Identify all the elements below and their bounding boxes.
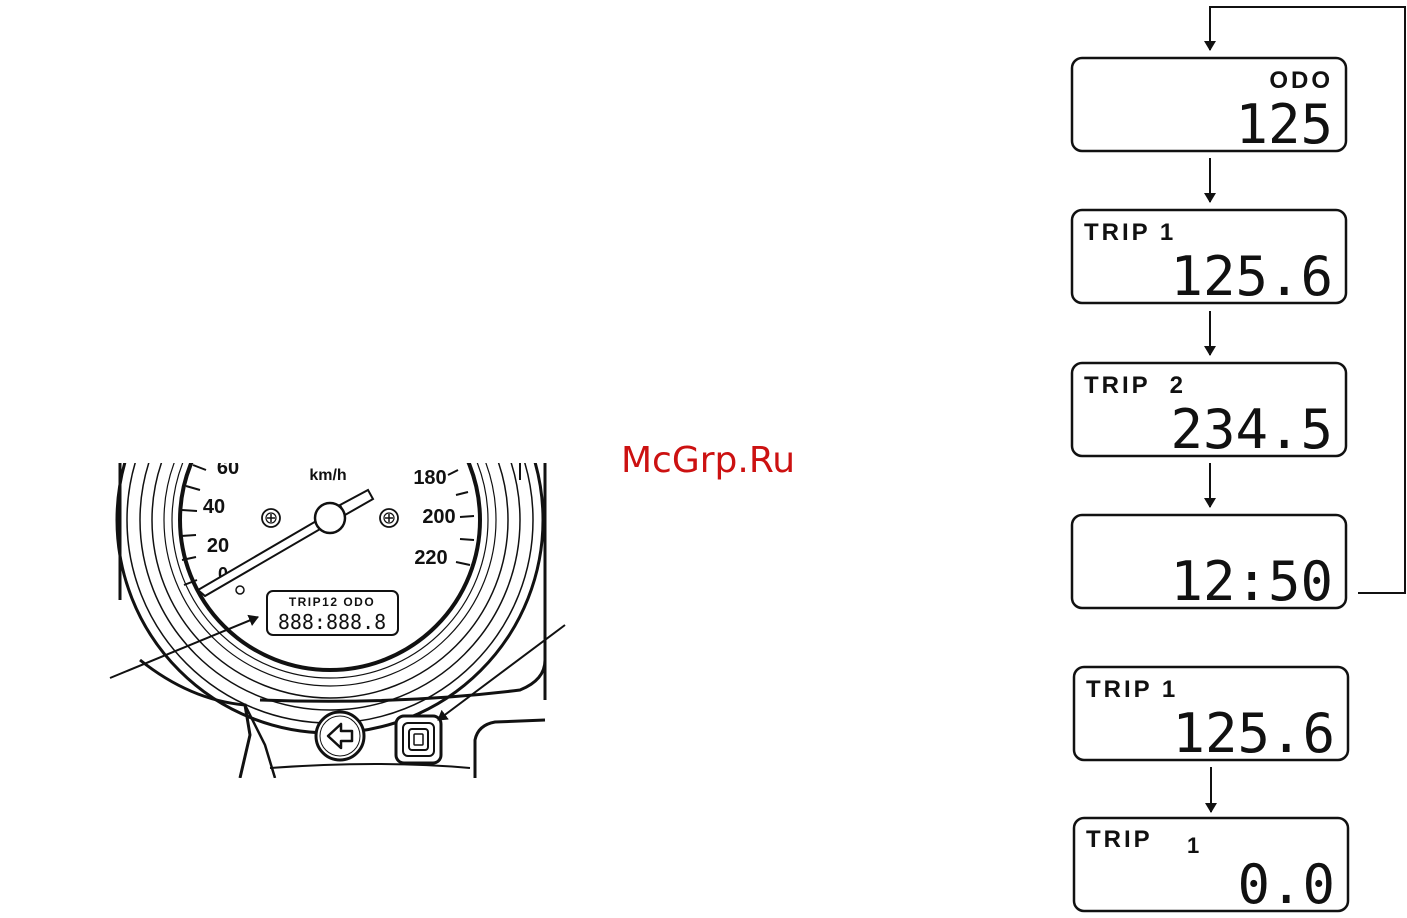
scale-label-180: 180 (413, 467, 446, 489)
turn-signal-button[interactable] (316, 712, 364, 760)
trip1-after-reset-display: TRIP 1 0.0 (1074, 818, 1348, 916)
scale-label-20: 20 (207, 535, 229, 557)
display-label: TRIP 1 (1086, 676, 1178, 703)
display-value: 234.5 (1170, 398, 1333, 461)
display-label: TRIP (1086, 826, 1153, 853)
scale-label-40: 40 (203, 496, 225, 518)
display-value: 12:50 (1170, 550, 1333, 613)
display-label: TRIP 2 (1084, 372, 1186, 399)
display-value: 125.6 (1170, 245, 1333, 308)
trip2-display: TRIP 2 234.5 (1072, 363, 1346, 461)
watermark-text: McGrp.Ru (621, 440, 795, 481)
clock-display: 12:50 (1072, 515, 1346, 613)
odometer-select-button[interactable] (396, 716, 441, 763)
multi-function-lcd: TRIP12 ODO 888:888.8 (267, 591, 398, 635)
display-label: ODO (1269, 67, 1333, 94)
trip1-display: TRIP 1 125.6 (1072, 210, 1346, 308)
display-label: TRIP 1 (1084, 219, 1176, 246)
odo-display: ODO 125 (1072, 58, 1346, 156)
speed-unit-label: km/h (309, 467, 346, 484)
lcd-legend: TRIP12 ODO (289, 595, 375, 609)
trip1-before-reset-display: TRIP 1 125.6 (1074, 667, 1348, 765)
display-value: 125.6 (1172, 702, 1335, 765)
trip-reset-flow: TRIP 1 125.6 TRIP 1 0.0 (1074, 667, 1348, 916)
scale-label-220: 220 (414, 547, 447, 569)
scale-label-60: 60 (217, 457, 239, 479)
display-value: 125 (1235, 93, 1333, 156)
scale-label-200: 200 (422, 506, 455, 528)
display-label-sub: 1 (1187, 833, 1202, 858)
speedometer-illustration: 60 40 20 0 180 200 220 km/h (117, 307, 545, 778)
screw-icon-right (380, 509, 398, 527)
lcd-digits: 888:888.8 (278, 610, 386, 634)
display-value: 0.0 (1237, 853, 1335, 916)
display-cycle-flow: ODO 125 TRIP 1 125.6 TRIP 2 234.5 12:50 (1072, 7, 1405, 613)
screw-icon-left (262, 509, 280, 527)
